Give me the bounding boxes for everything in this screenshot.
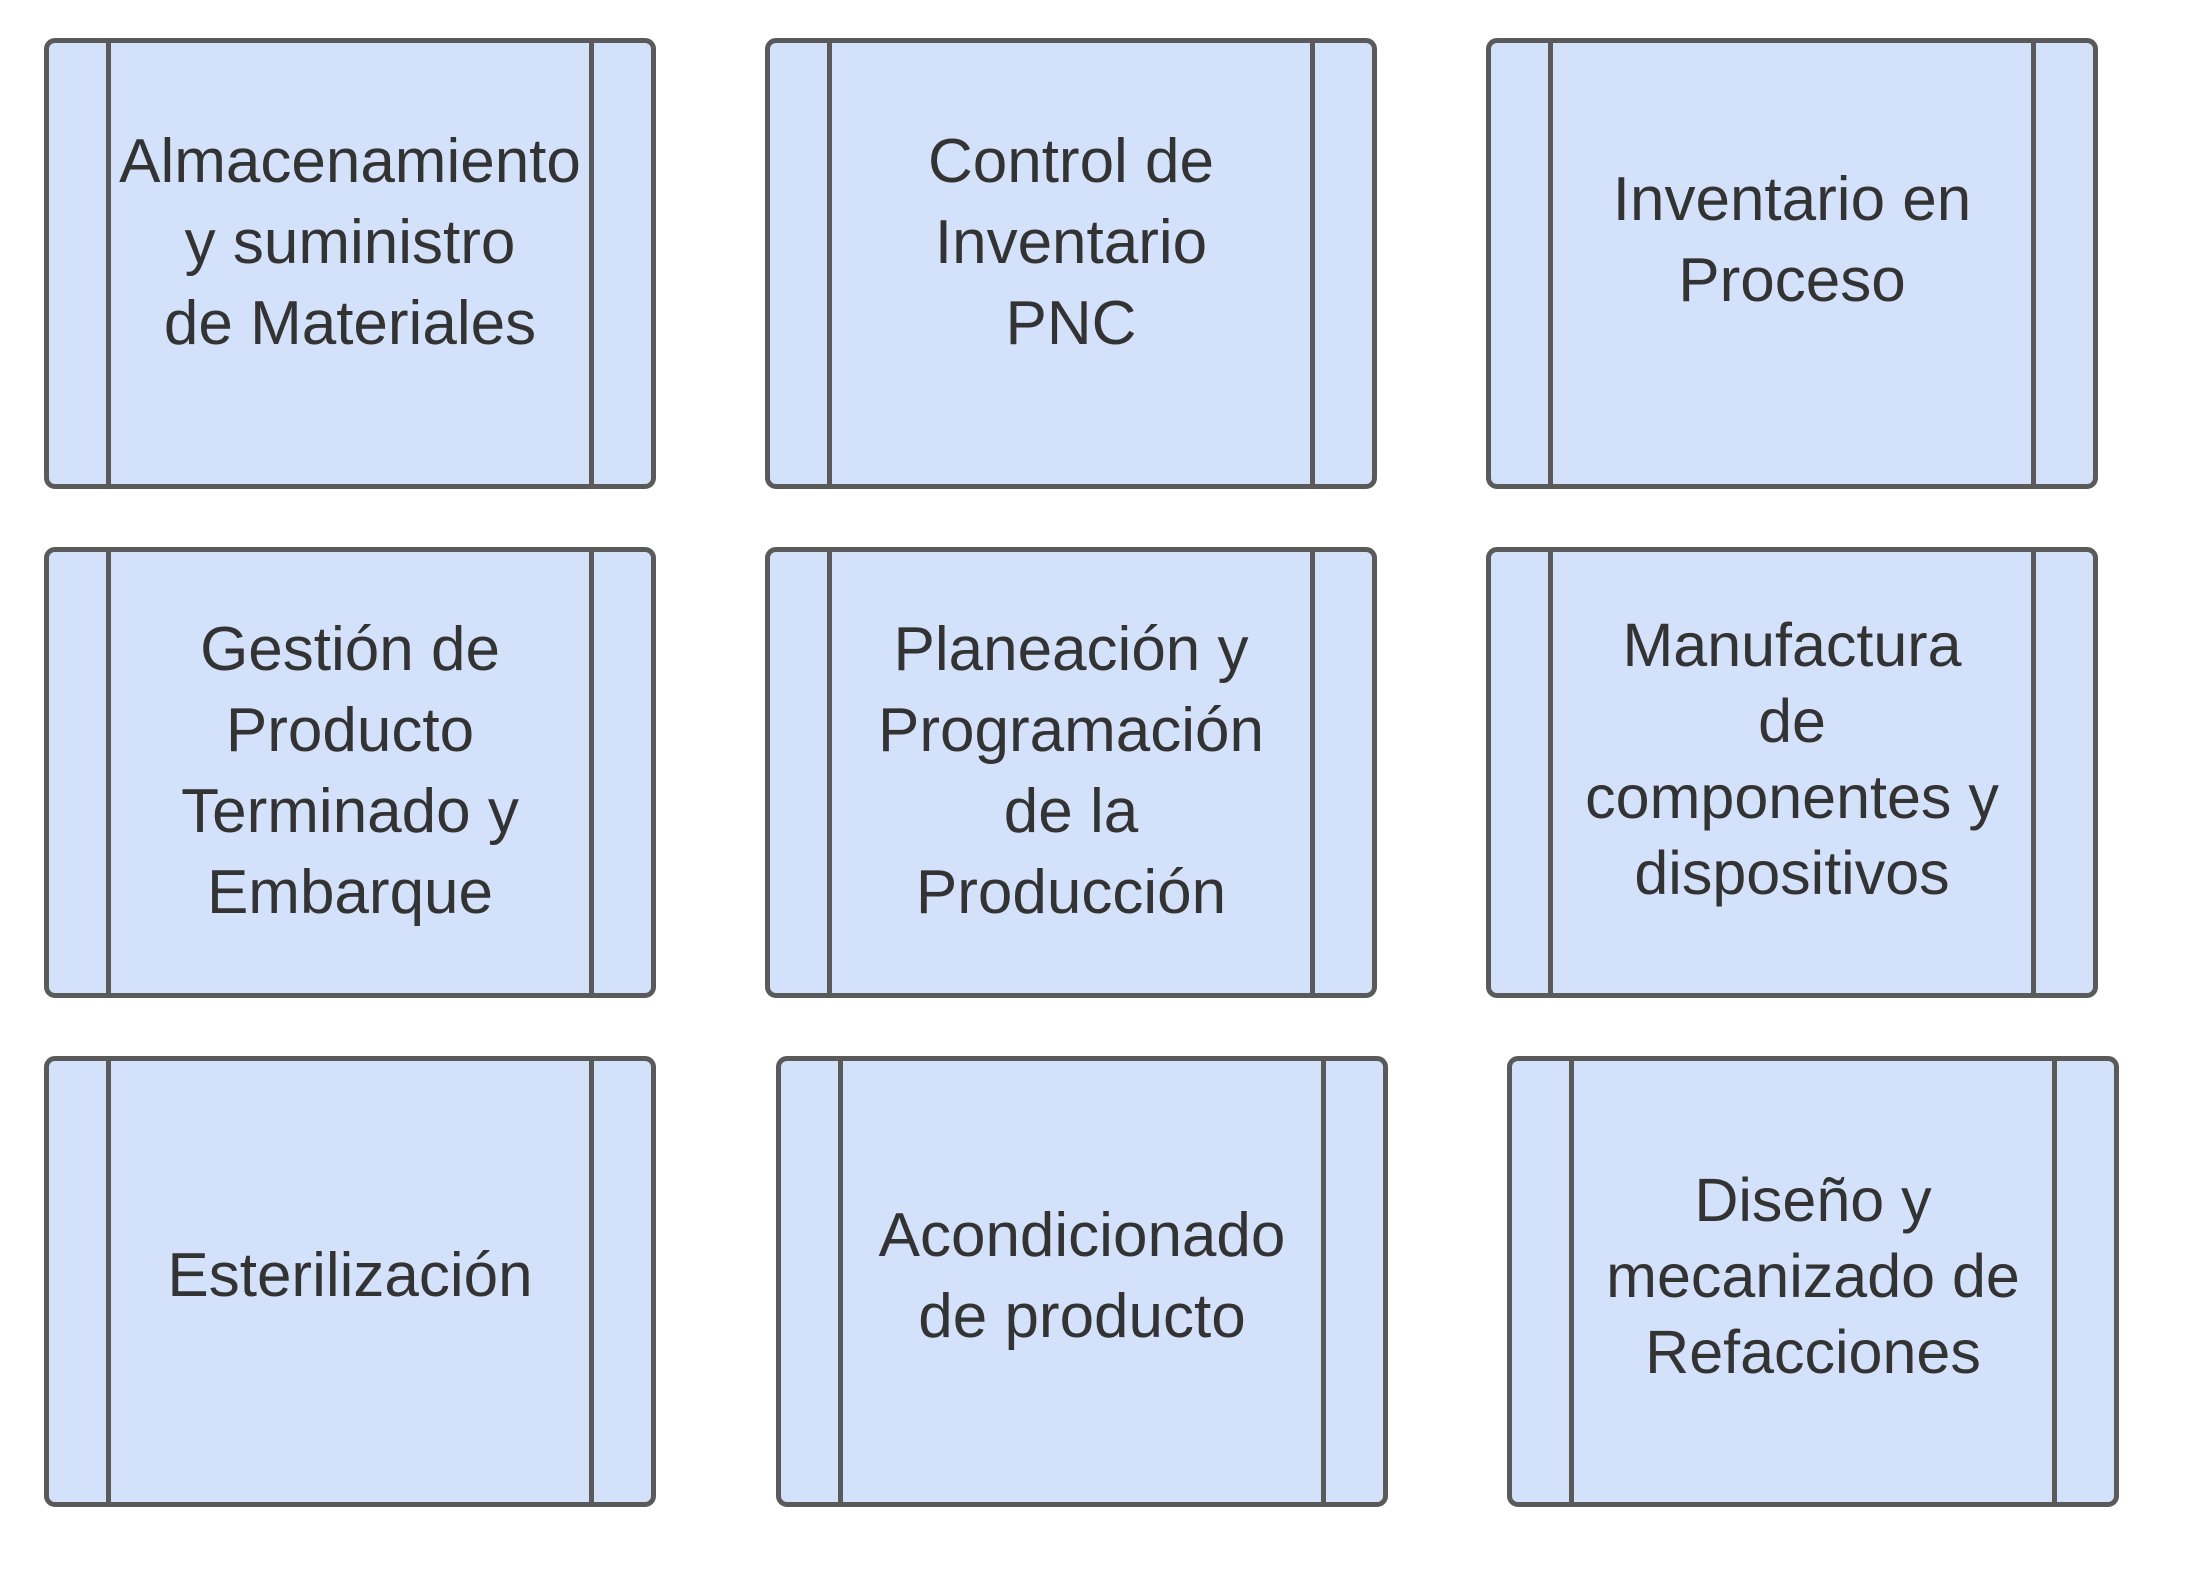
process-box-right-bar bbox=[589, 43, 594, 484]
process-box-left-bar bbox=[106, 43, 111, 484]
process-box-label-container: Gestión de Producto Terminado y Embarque bbox=[49, 552, 651, 993]
process-box-left-bar bbox=[827, 43, 832, 484]
process-box-label: Almacenamiento y suministro de Materiale… bbox=[119, 127, 581, 358]
process-box-label-container: Manufactura de componentes y dispositivo… bbox=[1491, 552, 2093, 993]
process-box-right-bar bbox=[1310, 552, 1315, 993]
process-box-label: Esterilización bbox=[167, 1241, 533, 1310]
process-box-label: Inventario en Proceso bbox=[1612, 165, 1972, 315]
process-box-left-bar bbox=[1569, 1061, 1574, 1502]
process-box-right-bar bbox=[589, 552, 594, 993]
process-box-esterilizacion[interactable]: Esterilización bbox=[44, 1056, 656, 1507]
process-box-label-container: Acondicionado de producto bbox=[781, 1061, 1383, 1502]
process-box-right-bar bbox=[1321, 1061, 1326, 1502]
process-box-right-bar bbox=[2052, 1061, 2057, 1502]
process-box-label-container: Diseño y mecanizado de Refacciones bbox=[1512, 1061, 2114, 1502]
process-box-left-bar bbox=[106, 1061, 111, 1502]
process-box-right-bar bbox=[1310, 43, 1315, 484]
process-box-label: Manufactura de componentes y dispositivo… bbox=[1585, 611, 1999, 907]
process-box-almacenamiento[interactable]: Almacenamiento y suministro de Materiale… bbox=[44, 38, 656, 489]
process-box-label-container: Planeación y Programación de la Producci… bbox=[770, 552, 1372, 993]
process-box-left-bar bbox=[1548, 552, 1553, 993]
process-box-label: Planeación y Programación de la Producci… bbox=[878, 614, 1264, 927]
process-box-left-bar bbox=[838, 1061, 843, 1502]
process-box-right-bar bbox=[2031, 552, 2036, 993]
process-box-manufactura[interactable]: Manufactura de componentes y dispositivo… bbox=[1486, 547, 2098, 998]
process-box-right-bar bbox=[2031, 43, 2036, 484]
process-box-diseno[interactable]: Diseño y mecanizado de Refacciones bbox=[1507, 1056, 2119, 1507]
process-box-label-container: Inventario en Proceso bbox=[1491, 43, 2093, 484]
process-box-control-inventario[interactable]: Control de Inventario PNC bbox=[765, 38, 1377, 489]
process-box-label: Gestión de Producto Terminado y Embarque bbox=[181, 614, 519, 927]
process-box-label: Acondicionado de producto bbox=[878, 1200, 1286, 1351]
process-box-label-container: Esterilización bbox=[49, 1061, 651, 1502]
process-box-planeacion[interactable]: Planeación y Programación de la Producci… bbox=[765, 547, 1377, 998]
process-box-label-container: Control de Inventario PNC bbox=[770, 43, 1372, 484]
process-box-label: Diseño y mecanizado de Refacciones bbox=[1606, 1165, 2020, 1386]
process-box-left-bar bbox=[1548, 43, 1553, 484]
process-box-gestion-producto[interactable]: Gestión de Producto Terminado y Embarque bbox=[44, 547, 656, 998]
process-box-inventario-proceso[interactable]: Inventario en Proceso bbox=[1486, 38, 2098, 489]
process-box-label: Control de Inventario PNC bbox=[927, 127, 1215, 358]
process-box-acondicionado[interactable]: Acondicionado de producto bbox=[776, 1056, 1388, 1507]
process-box-label-container: Almacenamiento y suministro de Materiale… bbox=[49, 43, 651, 484]
process-box-left-bar bbox=[827, 552, 832, 993]
process-box-left-bar bbox=[106, 552, 111, 993]
process-box-right-bar bbox=[589, 1061, 594, 1502]
